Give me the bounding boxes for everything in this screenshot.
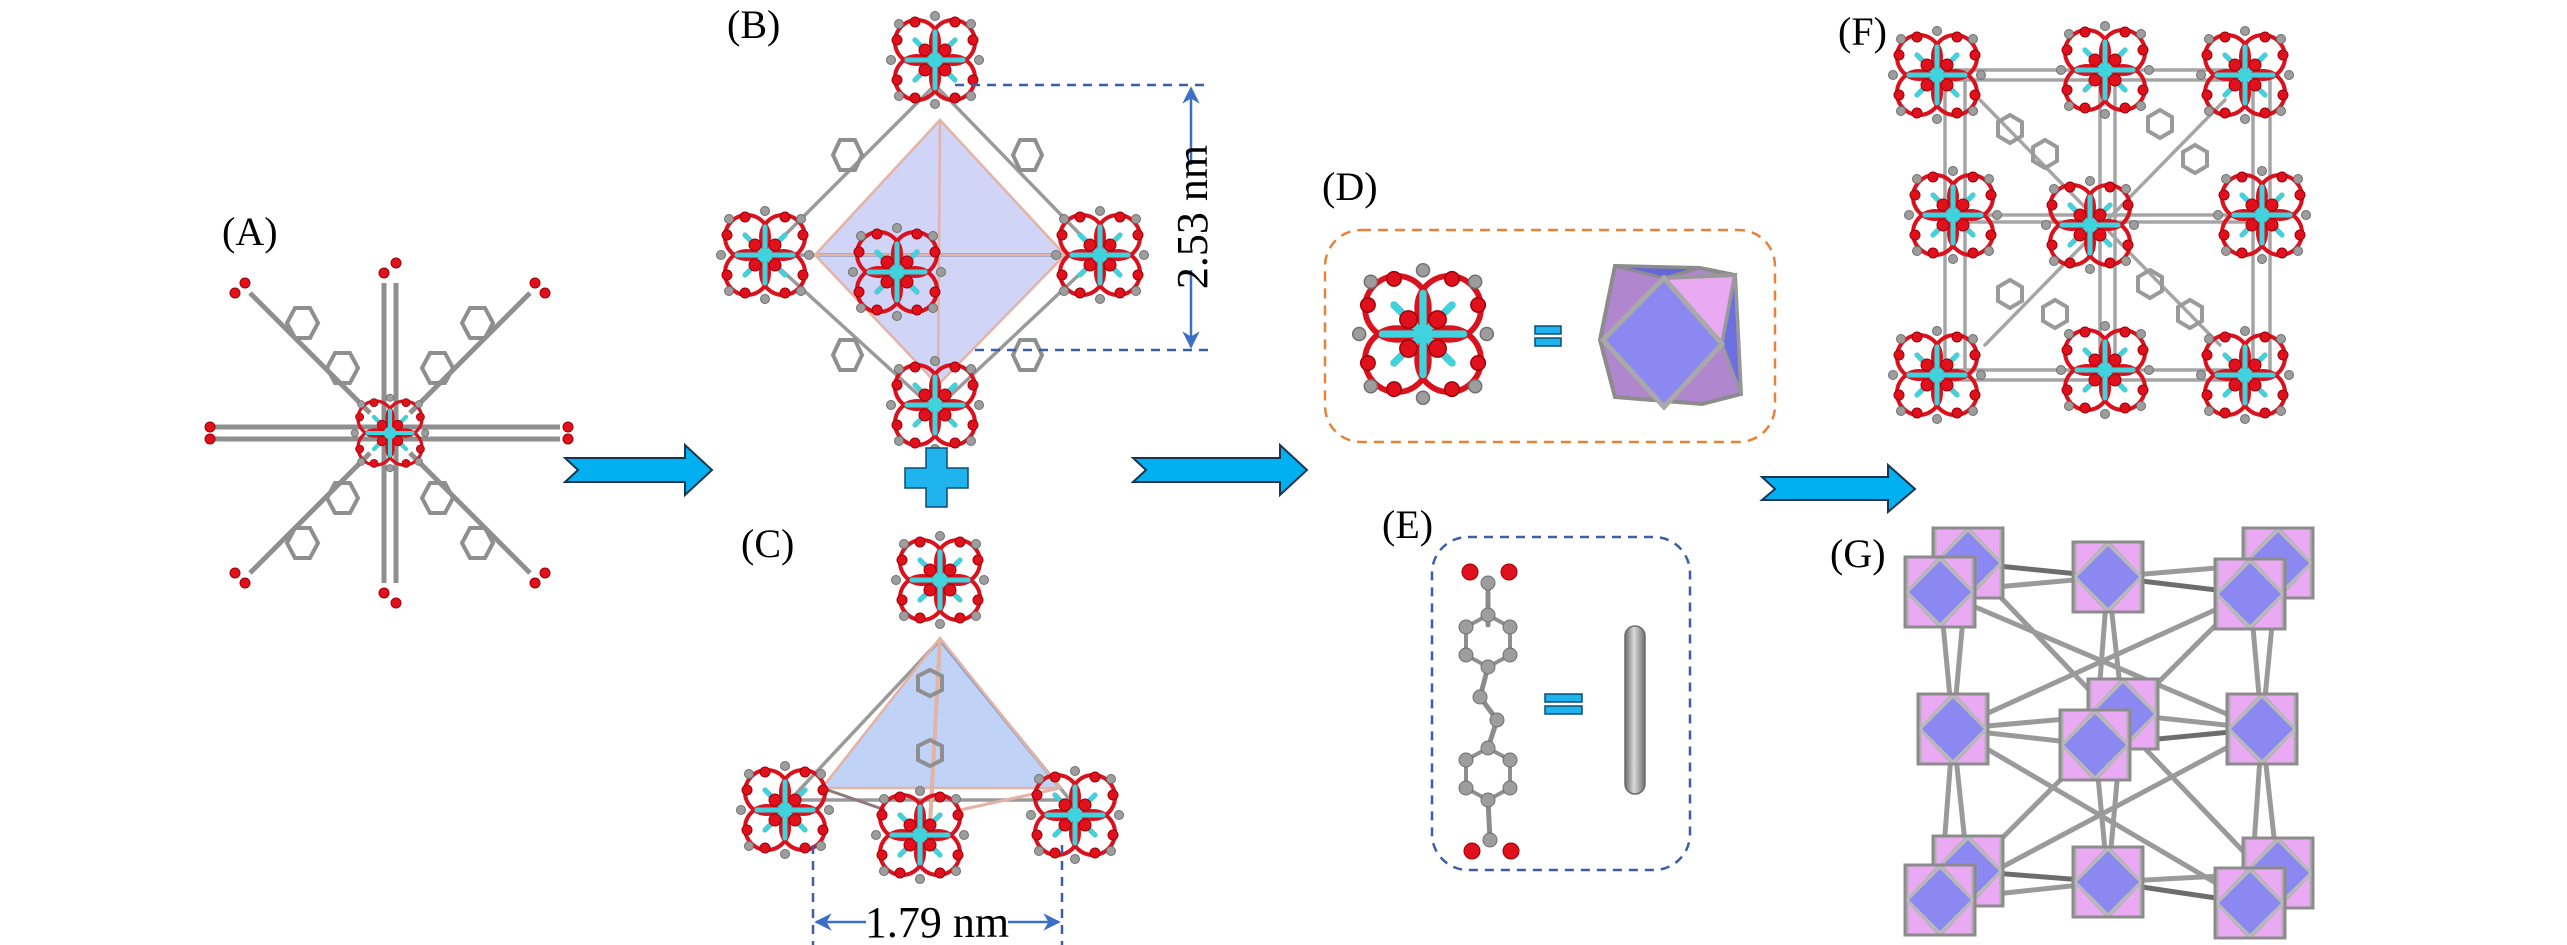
dimension-label-tetrahedral: 1.79 nm (865, 898, 1009, 945)
plus-sign-icon (904, 447, 969, 508)
panel-label-a: (A) (222, 209, 278, 254)
topological-network (1903, 526, 2315, 940)
panel-label-e: (E) (1382, 502, 1433, 547)
zr-cluster (1889, 27, 1986, 124)
panel-d: (D) (1322, 164, 1777, 444)
cuboctahedron-node (2213, 557, 2287, 631)
panel-label-g: (G) (1830, 531, 1886, 576)
panel-g: (G) (1830, 526, 2315, 940)
panel-label-c: (C) (741, 521, 794, 566)
dimension-2-53nm: 2.53 nm (955, 83, 1217, 352)
zr6-cluster-with-linkers (204, 257, 574, 609)
cuboctahedron-node (2213, 866, 2287, 940)
zr-cluster (2197, 27, 2294, 124)
linker-box (1430, 535, 1692, 872)
cuboctahedron-node (1903, 863, 1977, 937)
cuboctahedron-node (2058, 708, 2132, 782)
framework-structure (1889, 22, 2311, 424)
zr-cluster (1027, 767, 1124, 864)
panel-a: (A) (204, 209, 574, 609)
zr-cluster (737, 762, 834, 859)
octahedral-cage (717, 12, 1149, 454)
arrow-bc-to-de (1130, 442, 1309, 498)
arrow-a-to-bc (562, 442, 714, 498)
cuboctahedron-node (1903, 555, 1977, 629)
panel-c: (C) 1.79 nm (737, 521, 1124, 945)
arrow-de-to-fg (1759, 462, 1917, 515)
panel-b: (B) (717, 2, 1217, 454)
cluster-box (1323, 228, 1777, 444)
panel-label-d: (D) (1322, 164, 1378, 209)
tetrahedral-cage (737, 532, 1124, 884)
dimension-1-79nm: 1.79 nm (811, 845, 1064, 945)
panel-e: (E) (1382, 502, 1692, 872)
zr-cluster (887, 12, 984, 109)
cuboctahedron-node (2071, 845, 2145, 919)
cuboctahedron-node (2071, 540, 2145, 614)
zr-cluster (2197, 327, 2294, 424)
rod-symbol (1624, 625, 1646, 795)
equals-sign-icon (1544, 693, 1583, 715)
zr-cluster (2042, 177, 2139, 274)
cuboctahedron-node (1597, 263, 1744, 411)
panel-f: (F) (1838, 9, 2311, 424)
linker-molecule (1458, 563, 1520, 860)
dimension-label-octahedral: 2.53 nm (1168, 145, 1217, 289)
equals-sign-icon (1534, 325, 1562, 347)
zr-cluster (1889, 327, 1986, 424)
cuboctahedron-node (2225, 692, 2299, 766)
zr-cluster (892, 532, 989, 629)
panel-label-b: (B) (727, 2, 780, 47)
panel-label-f: (F) (1838, 9, 1887, 54)
cuboctahedron-node (1916, 692, 1990, 766)
zr6-cluster-detail (1353, 264, 1494, 405)
tetrahedron-shape (819, 635, 1063, 790)
